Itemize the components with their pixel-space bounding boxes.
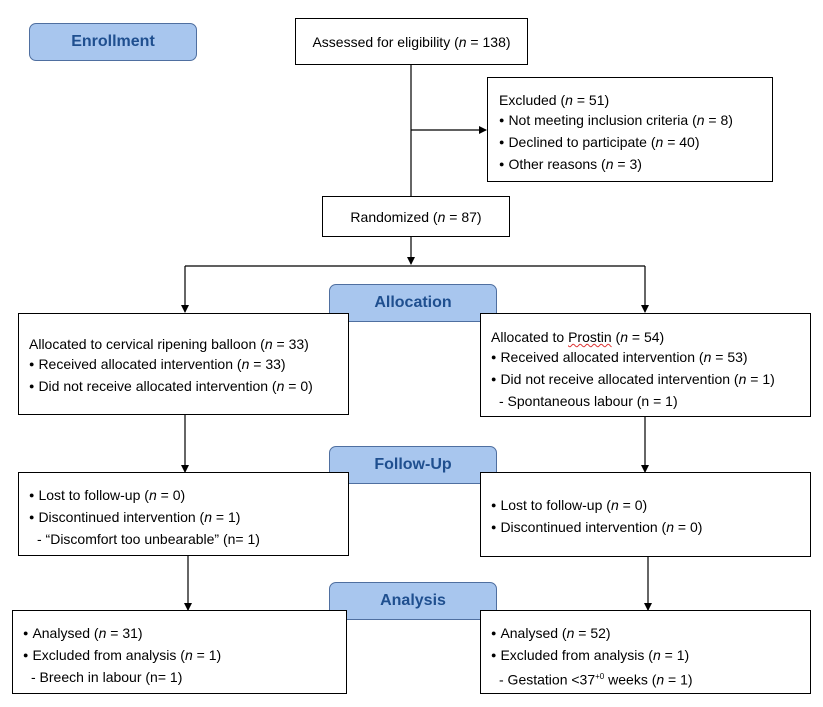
left-analysis-box: Analysed (n = 31) Excluded from analysis… bbox=[12, 610, 347, 694]
excluded-item-declined: Declined to participate (n = 40) bbox=[499, 132, 772, 154]
stage-follow-up: Follow-Up bbox=[329, 446, 497, 484]
assessed-box: Assessed for eligibility (n = 138) bbox=[295, 18, 528, 65]
randomized-text: Randomized (n = 87) bbox=[350, 208, 482, 225]
right-excluded-reason: - Gestation <37+0 weeks (n = 1) bbox=[499, 671, 693, 688]
right-discontinued: Discontinued intervention (n = 0) bbox=[491, 517, 810, 539]
excluded-item-other: Other reasons (n = 3) bbox=[499, 154, 772, 176]
left-excluded-analysis: Excluded from analysis (n = 1) bbox=[23, 645, 346, 667]
left-received: Received allocated intervention (n = 33) bbox=[29, 354, 348, 376]
excluded-title: Excluded (n = 51) bbox=[499, 92, 610, 108]
right-excluded-analysis: Excluded from analysis (n = 1) bbox=[491, 645, 810, 667]
left-excluded-reason: - Breech in labour (n= 1) bbox=[31, 669, 183, 685]
stage-analysis: Analysis bbox=[329, 582, 497, 620]
randomized-box: Randomized (n = 87) bbox=[322, 196, 510, 237]
left-discontinued: Discontinued intervention (n = 1) bbox=[29, 507, 348, 529]
right-not-received-reason: - Spontaneous labour (n = 1) bbox=[499, 393, 678, 409]
left-allocation-box: Allocated to cervical ripening balloon (… bbox=[18, 313, 349, 415]
right-allocation-box: Allocated to Prostin (n = 54) Received a… bbox=[480, 313, 811, 417]
right-allocated: Allocated to Prostin (n = 54) bbox=[491, 329, 665, 345]
left-allocated: Allocated to cervical ripening balloon (… bbox=[29, 336, 309, 352]
right-analysed: Analysed (n = 52) bbox=[491, 623, 810, 645]
excluded-item-inclusion: Not meeting inclusion criteria (n = 8) bbox=[499, 110, 772, 132]
left-lost: Lost to follow-up (n = 0) bbox=[29, 485, 348, 507]
right-received: Received allocated intervention (n = 53) bbox=[491, 347, 810, 369]
left-followup-box: Lost to follow-up (n = 0) Discontinued i… bbox=[18, 472, 349, 556]
stage-enrollment: Enrollment bbox=[29, 23, 197, 61]
left-not-received: Did not receive allocated intervention (… bbox=[29, 376, 348, 398]
right-lost: Lost to follow-up (n = 0) bbox=[491, 495, 810, 517]
assessed-text: Assessed for eligibility (n = 138) bbox=[312, 33, 511, 50]
left-discontinued-reason: - “Discomfort too unbearable” (n= 1) bbox=[37, 531, 260, 547]
right-followup-box: Lost to follow-up (n = 0) Discontinued i… bbox=[480, 472, 811, 557]
stage-allocation: Allocation bbox=[329, 284, 497, 322]
right-not-received: Did not receive allocated intervention (… bbox=[491, 369, 810, 391]
left-analysed: Analysed (n = 31) bbox=[23, 623, 346, 645]
excluded-box: Excluded (n = 51) Not meeting inclusion … bbox=[487, 77, 773, 182]
right-analysis-box: Analysed (n = 52) Excluded from analysis… bbox=[480, 610, 811, 694]
